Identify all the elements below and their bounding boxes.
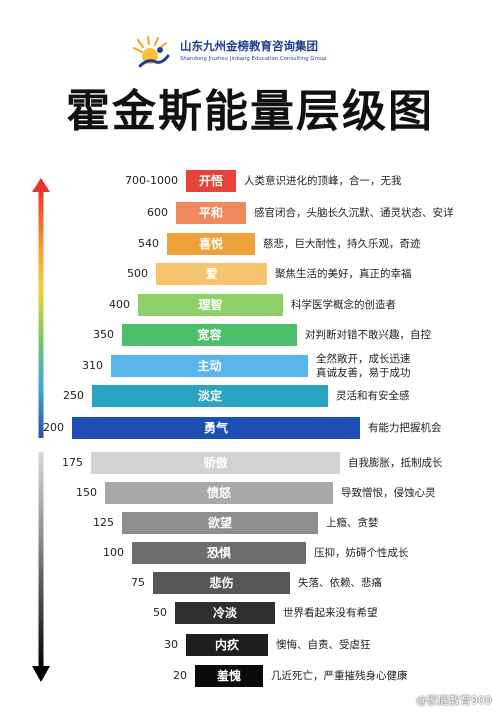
level-value: 50	[153, 606, 167, 619]
level-value: 150	[76, 486, 97, 499]
level-value: 175	[62, 456, 83, 469]
level-description: 感官闭合，头脑长久沉默、通灵状态、安详	[254, 206, 454, 220]
level-description: 聚焦生活的美好，真正的幸福	[275, 267, 412, 281]
level-description-line: 真诚友善，易于成功	[316, 367, 411, 379]
level-description-line: 全然敞开，成长迅速	[316, 353, 411, 365]
level-value: 540	[138, 237, 159, 250]
level-description: 懊悔、自责、受虐狂	[276, 638, 371, 652]
sun-runner-logo-icon	[133, 36, 170, 68]
level-description-line: 导致憎恨，侵蚀心灵	[341, 487, 436, 499]
level-description-line: 聚焦生活的美好，真正的幸福	[275, 268, 412, 280]
level-description-line: 压抑，妨碍个性成长	[314, 547, 409, 559]
level-description-line: 世界看起来没有希望	[283, 607, 378, 619]
level-description-line: 感官闭合，头脑长久沉默、通灵状态、安详	[254, 207, 454, 219]
level-description-line: 懊悔、自责、受虐狂	[276, 639, 371, 651]
level-bar: 悲伤	[153, 572, 290, 594]
level-description-line: 对判断对错不敢兴趣，自控	[305, 329, 431, 341]
page-title: 霍金斯能量层级图	[66, 86, 434, 137]
level-value: 20	[173, 669, 187, 682]
level-value: 100	[103, 546, 124, 559]
level-description-line: 有能力把握机会	[368, 422, 442, 434]
level-description: 有能力把握机会	[368, 421, 442, 435]
level-description: 自我膨胀，抵制成长	[348, 456, 443, 470]
level-value: 310	[82, 359, 103, 372]
level-value: 400	[109, 298, 130, 311]
level-description: 全然敞开，成长迅速真诚友善，易于成功	[316, 352, 411, 380]
level-description-line: 几近死亡，严重摧残身心健康	[271, 670, 408, 682]
level-description-line: 自我膨胀，抵制成长	[348, 457, 443, 469]
level-description: 灵活和有安全感	[336, 389, 410, 403]
level-description: 几近死亡，严重摧残身心健康	[271, 669, 408, 683]
level-description: 压抑，妨碍个性成长	[314, 546, 409, 560]
level-bar: 淡定	[92, 385, 328, 407]
level-description-line: 科学医学概念的创造者	[291, 299, 396, 311]
level-description: 慈悲，巨大耐性，持久乐观，奇迹	[263, 237, 421, 251]
level-value: 30	[164, 638, 178, 651]
level-bar: 羞愧	[195, 665, 263, 687]
level-description: 失落、依赖、悲痛	[298, 576, 382, 590]
brand-name-en: Shandong Jiuzhou Jinbang Education Consu…	[180, 56, 327, 62]
level-value: 350	[93, 328, 114, 341]
brand-header: 山东九州金榜教育咨询集团 Shandong Jiuzhou Jinbang Ed…	[130, 34, 390, 74]
level-value: 125	[93, 516, 114, 529]
level-bar: 欲望	[122, 512, 318, 534]
level-description: 人类意识进化的顶峰，合一，无我	[244, 174, 402, 188]
level-bar: 爱	[156, 263, 267, 285]
level-description-line: 慈悲，巨大耐性，持久乐观，奇迹	[263, 238, 421, 250]
level-bar: 主动	[111, 355, 308, 377]
level-value: 700-1000	[125, 174, 178, 187]
level-value: 200	[43, 421, 64, 434]
level-value: 500	[127, 267, 148, 280]
descending-gradient-arrow-icon	[32, 452, 50, 682]
level-description: 世界看起来没有希望	[283, 606, 378, 620]
watermark: @家庭教育909	[416, 694, 492, 707]
level-description-line: 灵活和有安全感	[336, 390, 410, 402]
brand-name-cn: 山东九州金榜教育咨询集团	[180, 39, 318, 53]
level-bar: 冷淡	[175, 602, 275, 624]
level-description-line: 人类意识进化的顶峰，合一，无我	[244, 175, 402, 187]
level-bar: 开悟	[186, 170, 236, 192]
ascending-gradient-arrow-icon	[32, 178, 50, 438]
level-bar: 恐惧	[132, 542, 306, 564]
level-description: 导致憎恨，侵蚀心灵	[341, 486, 436, 500]
level-bar: 平和	[176, 202, 246, 224]
level-value: 600	[147, 206, 168, 219]
level-bar: 宽容	[122, 324, 297, 346]
level-bar: 骄傲	[91, 452, 340, 474]
level-description-line: 上瘾、贪婪	[326, 517, 379, 529]
level-description: 对判断对错不敢兴趣，自控	[305, 328, 431, 342]
level-bar: 内疚	[186, 634, 268, 656]
level-description: 科学医学概念的创造者	[291, 298, 396, 312]
level-bar: 勇气	[72, 417, 360, 439]
level-description-line: 失落、依赖、悲痛	[298, 577, 382, 589]
level-bar: 理智	[138, 294, 283, 316]
level-bar: 愤怒	[105, 482, 333, 504]
level-bar: 喜悦	[167, 233, 255, 255]
level-description: 上瘾、贪婪	[326, 516, 379, 530]
level-value: 250	[63, 389, 84, 402]
level-value: 75	[131, 576, 145, 589]
